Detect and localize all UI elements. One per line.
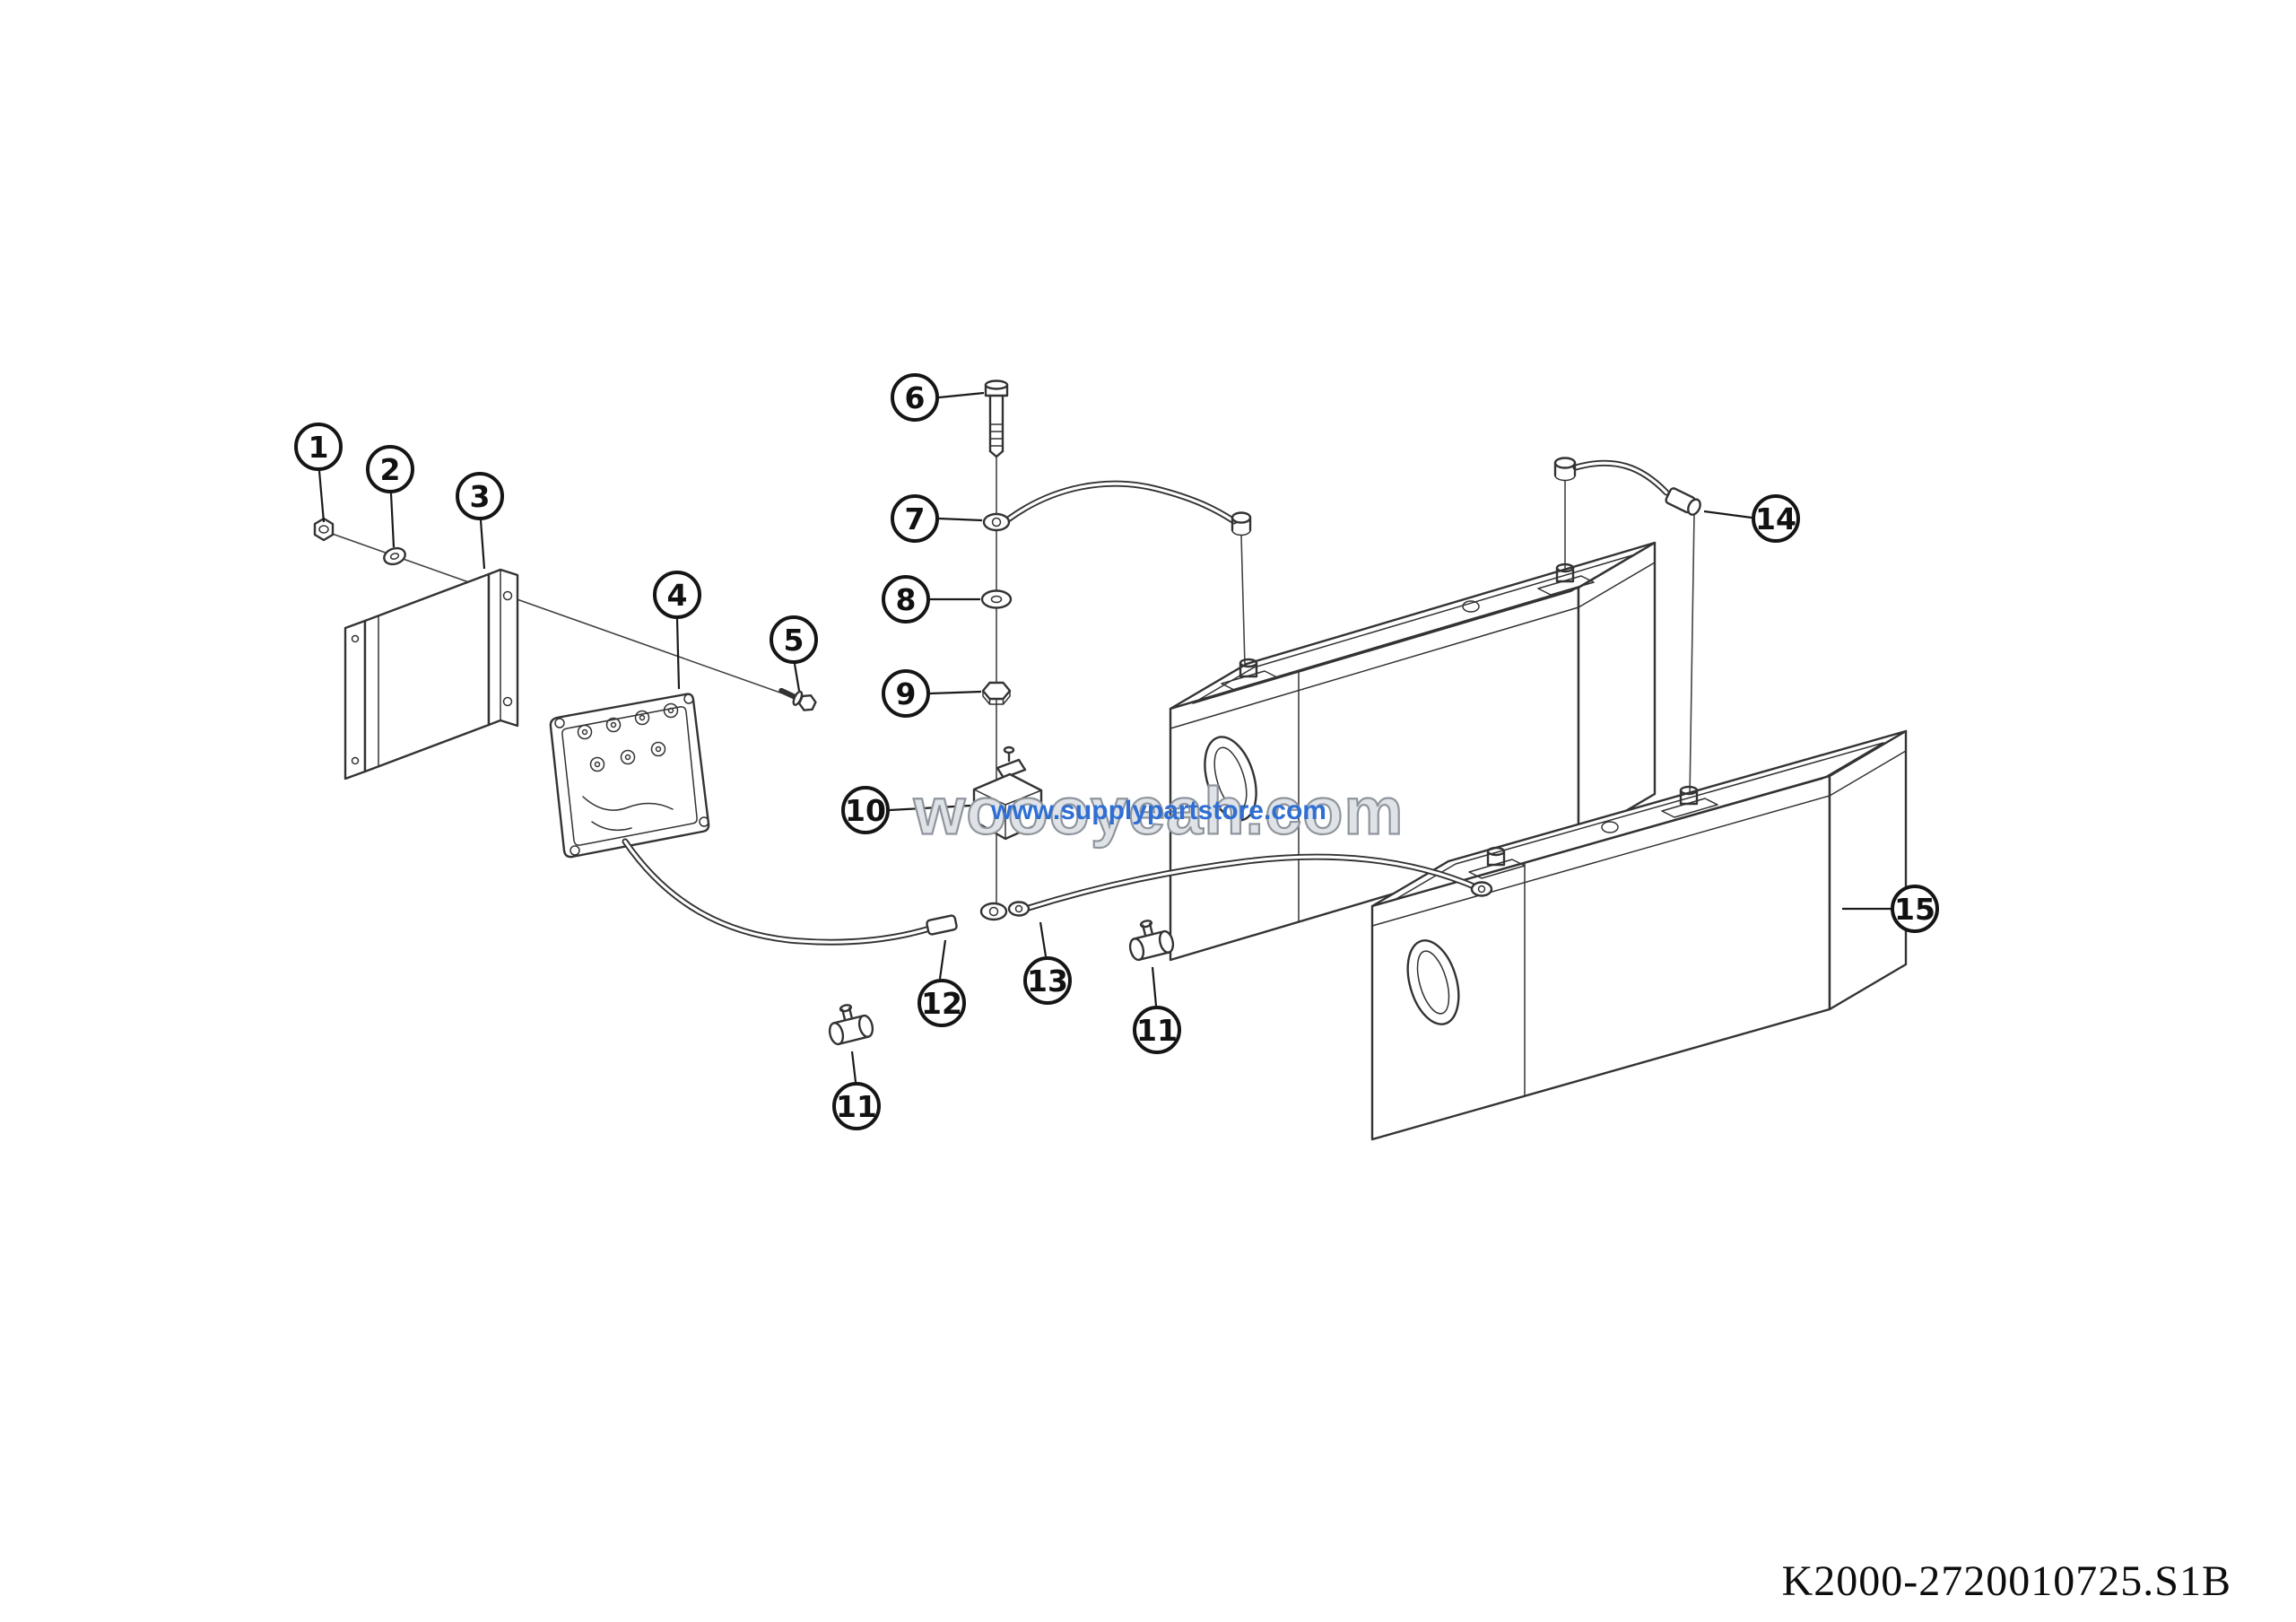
terminal-cover-10: [972, 746, 1043, 841]
callout-8-7: 8: [882, 575, 930, 624]
callout-1-0: 1: [294, 423, 343, 471]
part-code: K2000-2720010725.S1B: [1781, 1557, 2231, 1605]
battery-cable-13: [1007, 853, 1493, 917]
callout-leader-lines: [317, 391, 1891, 1083]
callout-11-13: 11: [1133, 1006, 1181, 1054]
callout-7-6: 7: [891, 494, 939, 543]
callout-3-2: 3: [456, 472, 504, 520]
cable-clamp-11-right: [1123, 914, 1177, 963]
jumper-cable-14: [1553, 457, 1701, 516]
ground-cable-12: [622, 838, 1008, 946]
bolt-6: [984, 379, 1009, 458]
bolt-5: [778, 687, 817, 711]
mounting-bracket: [344, 568, 519, 780]
callout-14-14: 14: [1752, 494, 1800, 543]
callout-12-11: 12: [918, 979, 966, 1027]
callout-10-9: 10: [841, 786, 890, 834]
washer-2: [383, 546, 406, 566]
nut-1: [313, 517, 335, 542]
callout-15-15: 15: [1891, 885, 1939, 933]
cable-clamp-11-left: [822, 998, 876, 1047]
washer-8: [980, 589, 1013, 609]
callout-13-12: 13: [1023, 956, 1072, 1005]
callout-5-4: 5: [770, 615, 818, 664]
callout-2-1: 2: [366, 445, 414, 493]
callout-11-10: 11: [832, 1082, 881, 1130]
nut-9: [981, 681, 1012, 705]
callout-4-3: 4: [653, 571, 701, 619]
callout-9-8: 9: [882, 669, 930, 718]
callout-6-5: 6: [891, 373, 939, 422]
terminal-junction-box: [549, 693, 710, 859]
battery-cable-7: [982, 480, 1252, 536]
battery-front: [1370, 729, 1908, 1141]
